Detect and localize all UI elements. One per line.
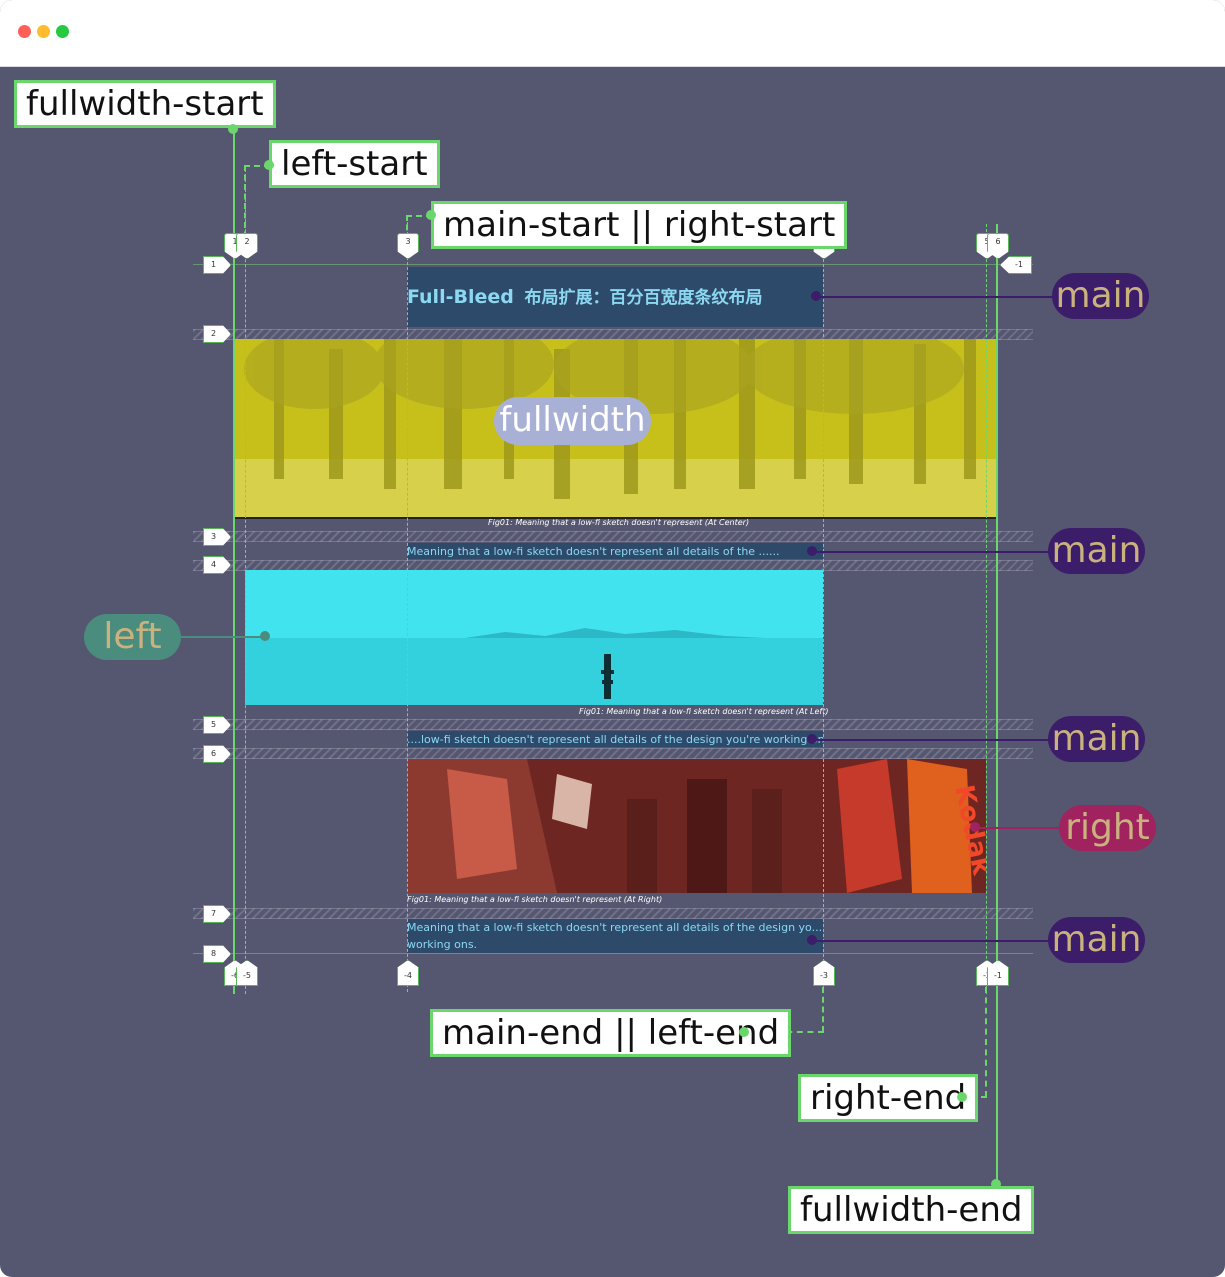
column-tag-bottom-2: -5 [236, 960, 258, 986]
area-pill-main-1: main [1052, 273, 1149, 319]
area-pill-right: right [1059, 805, 1156, 851]
minimize-window-button[interactable] [37, 25, 50, 38]
area-pill-main-4: main [1048, 917, 1145, 963]
main-area-connector-2 [812, 551, 1052, 553]
text-bar-3: Meaning that a low-fi sketch doesn't rep… [407, 919, 823, 953]
main-area-dot-1 [811, 291, 821, 301]
label-main-end-knob [739, 1027, 749, 1037]
text-bar-2: ....low-fi sketch doesn't represent all … [407, 731, 823, 747]
label-fullwidth-start-knob [228, 124, 238, 134]
label-right-end: right-end [798, 1074, 979, 1122]
label-main-end-left-end: main-end || left-end [430, 1009, 792, 1057]
maximize-window-button[interactable] [56, 25, 69, 38]
grid-inspector-canvas: Full-Bleed 布局扩展：百分百宽度条纹布局 [0, 67, 1225, 1277]
text-3: Meaning that a low-fi sketch doesn't rep… [407, 921, 823, 951]
left-start-connector-h [244, 165, 270, 167]
right-area-connector [975, 827, 1063, 829]
column-tag-top-2: 2 [236, 233, 258, 259]
left-image [245, 570, 823, 705]
row-gap-5 [193, 719, 1033, 730]
right-area-dot [970, 822, 980, 832]
main-start-connector [406, 215, 408, 249]
heading-latin: Full-Bleed [407, 286, 514, 308]
sea-scene-graphic [245, 570, 823, 705]
fullwidth-badge-label: fullwidth [499, 400, 646, 440]
right-image: Kodak [407, 759, 986, 893]
column-tag-bottom-3: -4 [397, 960, 419, 986]
main-area-connector-1 [816, 296, 1056, 298]
caption-center: Fig01: Meaning that a low-fi sketch does… [488, 518, 750, 527]
column-tag-bottom-4: -3 [813, 960, 835, 986]
main-area-dot-4 [807, 935, 817, 945]
label-left-start-knob [264, 160, 274, 170]
fullwidth-image: fullwidth [234, 339, 997, 519]
column-tag-bottom-6: -1 [987, 960, 1009, 986]
column-line-1 [233, 129, 235, 994]
row-tag-2: 2 [203, 325, 231, 343]
close-window-button[interactable] [18, 25, 31, 38]
right-end-connector [985, 987, 987, 1097]
left-start-connector [244, 165, 246, 247]
left-area-connector [178, 636, 266, 638]
row-tag-end: -1 [1000, 256, 1032, 274]
left-area-dot [260, 631, 270, 641]
row-tag-4: 4 [203, 556, 231, 574]
row-tag-8: 8 [203, 945, 231, 963]
fullwidth-badge: fullwidth [494, 397, 651, 445]
area-pill-main-3: main [1048, 716, 1145, 762]
row-gap-7 [193, 908, 1033, 919]
row-tag-1: 1 [203, 256, 231, 274]
main-area-dot-2 [807, 546, 817, 556]
row-tag-7: 7 [203, 905, 231, 923]
row-tag-3: 3 [203, 528, 231, 546]
heading-cjk: 布局扩展：百分百宽度条纹布局 [524, 288, 763, 308]
text-1: Meaning that a low-fi sketch doesn't rep… [407, 545, 780, 558]
column-line-3 [407, 217, 408, 992]
tree-scene-graphic [234, 339, 997, 517]
caption-right: Fig01: Meaning that a low-fi sketch does… [407, 895, 663, 904]
row-tag-6: 6 [203, 745, 231, 763]
row-gap-3 [193, 531, 1033, 542]
window-titlebar [0, 0, 1225, 67]
main-area-connector-3 [812, 739, 1052, 741]
main-area-connector-4 [812, 940, 1052, 942]
main-end-connector [822, 987, 824, 1032]
label-fullwidth-start: fullwidth-start [14, 80, 276, 128]
area-pill-left: left [84, 614, 181, 660]
label-left-start: left-start [269, 140, 440, 188]
text-2: ....low-fi sketch doesn't represent all … [407, 733, 823, 746]
row-line-1 [193, 264, 1033, 265]
column-tag-top-3: 3 [397, 233, 419, 259]
column-tag-top-6: 6 [987, 233, 1009, 259]
main-start-connector-h [406, 215, 432, 217]
column-line-2 [245, 169, 246, 994]
row-gap-6 [193, 748, 1033, 759]
label-fullwidth-end-knob [991, 1179, 1001, 1189]
label-main-start-knob [426, 210, 436, 220]
label-main-start-right-start: main-start || right-start [431, 201, 848, 249]
column-line-4 [823, 224, 824, 992]
text-bar-1: Meaning that a low-fi sketch doesn't rep… [407, 543, 823, 559]
label-right-end-knob [957, 1092, 967, 1102]
row-line-8 [193, 953, 1033, 954]
heading-bar: Full-Bleed 布局扩展：百分百宽度条纹布局 [407, 267, 823, 327]
column-line-5 [986, 224, 987, 994]
row-tag-5: 5 [203, 716, 231, 734]
area-pill-main-2: main [1048, 528, 1145, 574]
city-scene-graphic [407, 759, 986, 893]
main-area-dot-3 [807, 734, 817, 744]
caption-left: Fig01: Meaning that a low-fi sketch does… [579, 707, 829, 716]
label-fullwidth-end: fullwidth-end [788, 1186, 1035, 1234]
column-line-6 [996, 224, 998, 1184]
